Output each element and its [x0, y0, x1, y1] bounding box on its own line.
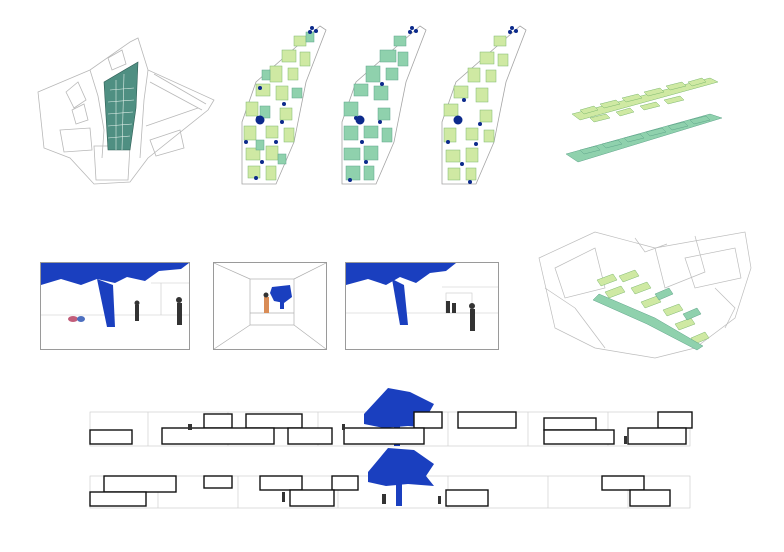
people-figures — [282, 492, 441, 504]
exploded-axonometric — [560, 70, 730, 170]
upper-roof-layer — [571, 77, 719, 123]
tree-dots — [244, 26, 318, 180]
long-section-b — [88, 444, 700, 512]
cedar-tree-silhouette — [368, 448, 434, 506]
teal-roof-units — [592, 287, 704, 351]
context-buildings-linework — [538, 231, 752, 359]
site-plan — [30, 30, 220, 190]
plan-variant-a — [236, 22, 328, 188]
cedar-tree-silhouette — [346, 263, 456, 325]
background-linework — [41, 282, 189, 316]
people-figures — [188, 424, 627, 444]
plan-variant-c — [436, 22, 528, 188]
background-linework — [346, 286, 498, 314]
perspective-courtyard — [345, 262, 499, 350]
cedar-tree-silhouette — [41, 263, 189, 327]
green-roof-units — [596, 269, 710, 345]
housing-blocks — [89, 411, 693, 445]
teal-housing-units — [255, 31, 315, 165]
site-context-linework — [37, 37, 215, 185]
green-housing-units — [443, 35, 509, 181]
tree-dots — [446, 26, 518, 184]
green-housing-units — [243, 35, 311, 181]
teal-housing-units — [343, 35, 409, 181]
plan-variant-b — [336, 22, 428, 188]
perspective-under-tree — [40, 262, 190, 350]
lower-roof-layer — [565, 113, 723, 163]
cedar-tree-silhouette — [270, 285, 292, 309]
tree-dots — [348, 26, 418, 182]
perspective-passage — [213, 262, 327, 350]
people-figures — [263, 292, 269, 313]
context-axonometric — [535, 228, 755, 360]
passage-linework — [214, 263, 326, 349]
hatched-housing-block — [103, 61, 139, 151]
people-figures — [68, 297, 182, 325]
people-figures — [446, 301, 475, 331]
housing-blocks — [89, 475, 671, 507]
long-section-a — [88, 384, 700, 450]
